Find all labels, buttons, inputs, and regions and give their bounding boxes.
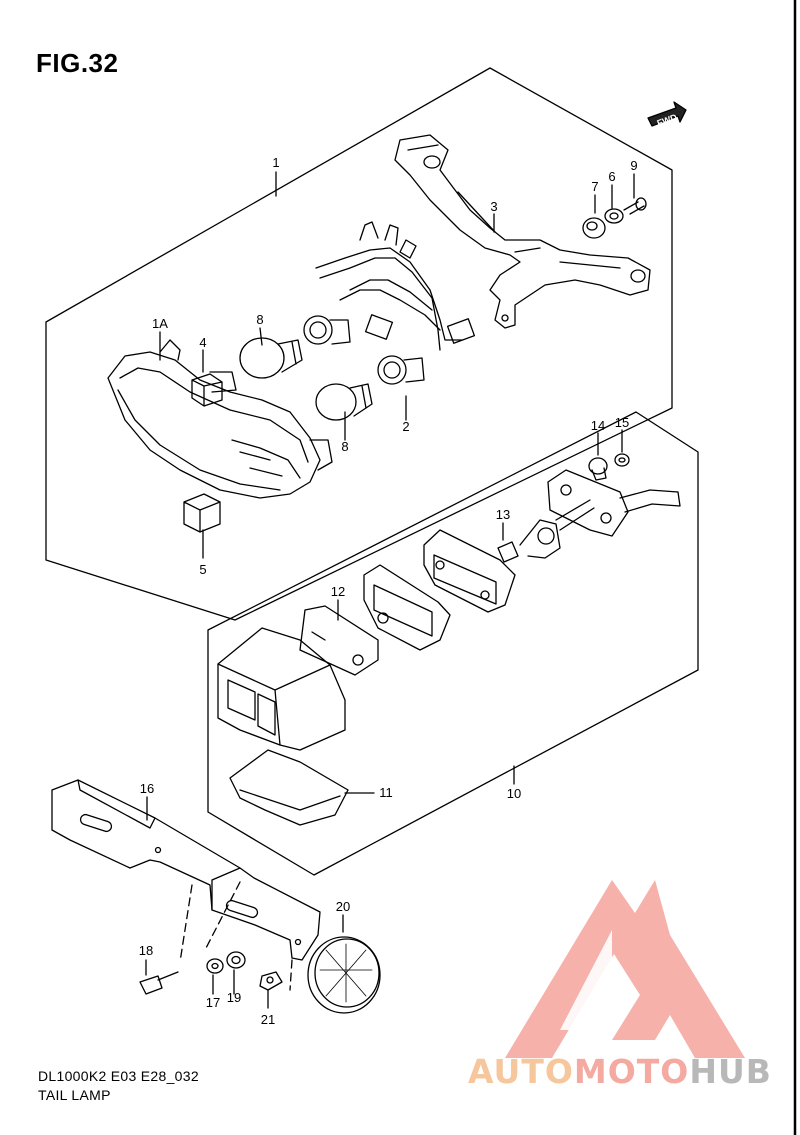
callout-7: 7 [591, 179, 598, 194]
washer-part-17 [206, 958, 224, 974]
rear-bracket-part-3 [394, 134, 651, 329]
lamp-housing-part-10 [217, 627, 346, 751]
screw-part-18 [139, 971, 179, 995]
group-frame-10 [207, 411, 699, 876]
callout-4: 4 [199, 335, 206, 350]
reflector-part-20 [307, 936, 381, 1014]
lamp-lens-frame [363, 564, 451, 651]
watermark-part-b: MOTO [573, 1052, 690, 1091]
callout-17: 17 [206, 995, 220, 1010]
callout-21: 21 [261, 1012, 275, 1027]
figure-title: FIG.32 [36, 48, 119, 78]
callout-19: 19 [227, 990, 241, 1005]
cushion-part-4 [191, 373, 223, 407]
callout-1a: 1A [152, 316, 168, 331]
washer-part-15 [614, 453, 630, 467]
cushion-part-5 [183, 493, 221, 533]
callout-15: 15 [615, 415, 629, 430]
figure-code: DL1000K2 E03 E28_032 [38, 1068, 199, 1084]
fwd-arrow-icon [647, 101, 687, 127]
callout-16: 16 [140, 781, 154, 796]
bulb-socket [377, 355, 425, 385]
callout-20: 20 [336, 899, 350, 914]
tail-lamp-part-1a [107, 339, 333, 499]
callout-2: 2 [402, 419, 409, 434]
callout-6: 6 [608, 169, 615, 184]
screw-part-9 [623, 197, 647, 215]
washer-part-6 [604, 208, 624, 224]
callout-9: 9 [630, 158, 637, 173]
callout-3: 3 [490, 199, 497, 214]
callout-14: 14 [591, 418, 605, 433]
nut-part-21 [259, 971, 283, 991]
license-bracket-part-16 [51, 779, 321, 961]
callout-5: 5 [199, 562, 206, 577]
watermark-part-a: AUTO [468, 1052, 574, 1091]
lamp-base-frame [423, 529, 516, 613]
bulb-part-8-upper [239, 337, 303, 379]
watermark-part-c: HUB [689, 1052, 772, 1091]
gasket-part-12 [299, 605, 379, 676]
spacer-part-7 [582, 217, 606, 239]
grommet-part-14 [588, 457, 608, 481]
bulb-part-8-lower [315, 383, 373, 421]
callout-8-upper: 8 [256, 312, 263, 327]
nut-part-19 [226, 951, 246, 969]
figure-caption: TAIL LAMP [38, 1087, 111, 1103]
callout-1: 1 [272, 155, 279, 170]
callout-8-lower: 8 [341, 439, 348, 454]
callout-13: 13 [496, 507, 510, 522]
wire-harness-part-2 [303, 221, 476, 385]
lens-cover-part-11 [229, 749, 349, 826]
group-frame-1 [45, 67, 673, 621]
watermark-text: AUTOMOTOHUB [468, 1052, 772, 1091]
socket-plate [547, 469, 681, 537]
bulb-part-13 [497, 519, 561, 563]
callout-18: 18 [139, 943, 153, 958]
callout-11: 11 [379, 785, 393, 800]
bulb-socket [303, 315, 351, 345]
watermark-logo [505, 880, 745, 1058]
callout-12: 12 [331, 584, 345, 599]
callout-10: 10 [507, 786, 521, 801]
